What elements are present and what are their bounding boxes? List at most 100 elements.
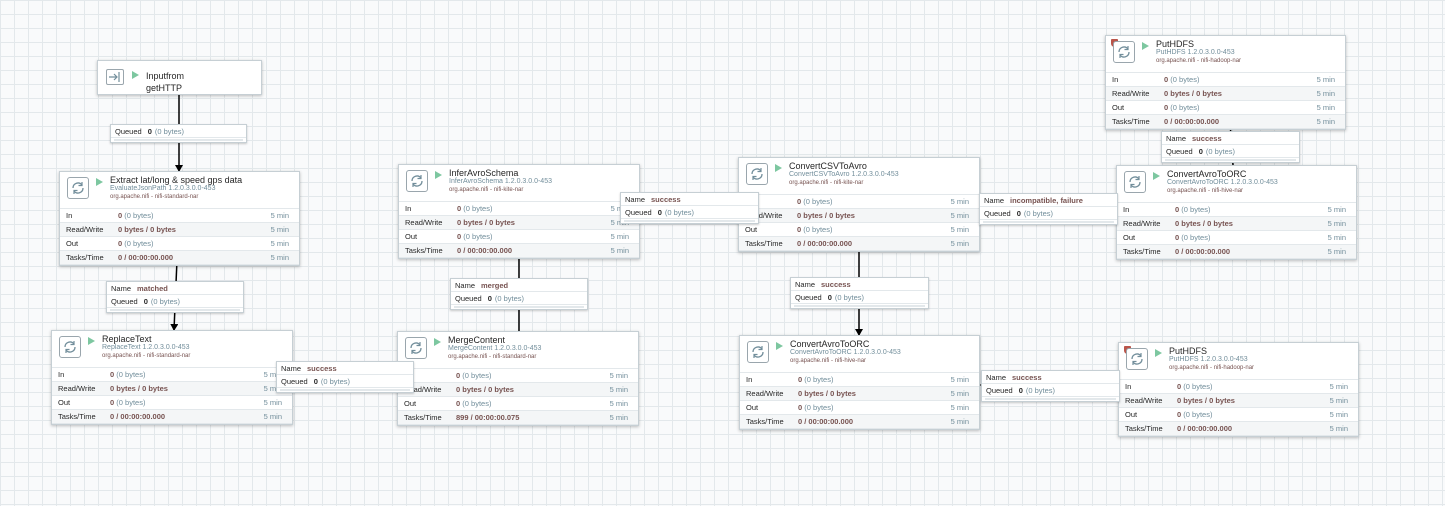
stat-value-tasks: 0 / 00:00:00.000 — [118, 253, 174, 262]
input-port[interactable]: Inputfrom getHTTP — [97, 60, 262, 95]
stat-window: 5 min — [610, 232, 629, 241]
processor-infer[interactable]: InferAvroSchema InferAvroSchema 1.2.0.3.… — [398, 164, 640, 259]
processor-bundle: org.apache.nifi - nifi-hadoop-nar — [1169, 365, 1255, 371]
stat-label-tasks: Tasks/Time — [1123, 247, 1161, 256]
processor-avro2orc_mid[interactable]: ConvertAvroToORC ConvertAvroToORC 1.2.0.… — [739, 335, 980, 430]
running-icon — [1142, 42, 1149, 50]
stat-window: 5 min — [1327, 233, 1346, 242]
queue-bar — [454, 306, 584, 308]
processor-icon — [59, 336, 81, 358]
stat-rw: Read/Write 0 bytes / 0 bytes 5 min — [1119, 394, 1358, 408]
stat-window: 5 min — [1316, 117, 1335, 126]
processor-header: Extract lat/long & speed gps data Evalua… — [60, 172, 299, 209]
stat-window: 5 min — [610, 246, 629, 255]
processor-avro2orc_right[interactable]: ConvertAvroToORC ConvertAvroToORC 1.2.0.… — [1116, 165, 1357, 260]
stat-value-out: 0 (0 bytes) — [110, 398, 146, 407]
processor-header: MergeContent MergeContent 1.2.0.3.0.0-45… — [398, 332, 638, 369]
stat-window: 5 min — [950, 239, 969, 248]
processor-bundle: org.apache.nifi - nifi-standard-nar — [102, 353, 191, 359]
processor-type: InferAvroSchema 1.2.0.3.0.0-453 — [449, 178, 552, 185]
processor-bundle: org.apache.nifi - nifi-kite-nar — [449, 187, 524, 193]
connection-queued-bytes: (0 bytes) — [1205, 146, 1236, 156]
processor-icon — [747, 341, 769, 363]
processor-header: ConvertAvroToORC ConvertAvroToORC 1.2.0.… — [740, 336, 979, 373]
connection-queued-bytes: (0 bytes) — [150, 296, 181, 306]
stat-rw: Read/Write 0 bytes / 0 bytes 5 min — [1106, 87, 1345, 101]
stat-label-out: Out — [1125, 410, 1138, 419]
processor-name: PutHDFS — [1169, 346, 1208, 356]
connection-queued-key: Queued — [1166, 146, 1193, 156]
stat-value-rw: 0 bytes / 0 bytes — [110, 384, 168, 393]
processor-puthdfs_top[interactable]: PutHDFS PutHDFS 1.2.0.3.0.0-453 org.apac… — [1105, 35, 1346, 130]
connection-name: matched — [137, 283, 168, 293]
connection-queued-key: Queued — [455, 293, 482, 303]
processor-header: ConvertAvroToORC ConvertAvroToORC 1.2.0.… — [1117, 166, 1356, 203]
stat-value-in: 0 (0 bytes) — [1164, 75, 1200, 84]
processor-csv2avro[interactable]: ConvertCSVToAvro ConvertCSVToAvro 1.2.0.… — [738, 157, 980, 252]
processor-name: Extract lat/long & speed gps data — [110, 175, 243, 185]
input-port-name: Inputfrom getHTTP — [146, 71, 185, 93]
stat-rw: Read/Write 0 bytes / 0 bytes 5 min — [1117, 217, 1356, 231]
processor-puthdfs_bottom[interactable]: PutHDFS PutHDFS 1.2.0.3.0.0-453 org.apac… — [1118, 342, 1359, 437]
stat-window: 5 min — [1316, 75, 1335, 84]
connection-queued-count: 0 — [1018, 385, 1023, 395]
connection-name: success — [1012, 372, 1042, 382]
processor-icon — [67, 177, 89, 199]
stat-out: Out 0 (0 bytes) 5 min — [740, 401, 979, 415]
processor-merge[interactable]: MergeContent MergeContent 1.2.0.3.0.0-45… — [397, 331, 639, 426]
connection-queued-bytes: (0 bytes) — [834, 292, 865, 302]
stat-value-in: 0 (0 bytes) — [1175, 205, 1211, 214]
connection-name-key: Name — [111, 283, 132, 293]
stat-window: 5 min — [609, 399, 628, 408]
stat-value-tasks: 0 / 00:00:00.000 — [457, 246, 513, 255]
connection-queued-key: Queued — [281, 376, 308, 386]
stat-window: 5 min — [950, 389, 969, 398]
queue-bar — [114, 139, 243, 141]
connection-name: success — [821, 279, 851, 289]
stat-window: 5 min — [263, 370, 282, 379]
stat-value-rw: 0 bytes / 0 bytes — [797, 211, 855, 220]
stat-label-tasks: Tasks/Time — [746, 417, 784, 426]
stat-value-rw: 0 bytes / 0 bytes — [798, 389, 856, 398]
stat-label-out: Out — [405, 232, 418, 241]
stat-in: In 0 (0 bytes) 5 min — [399, 202, 639, 216]
processor-name: PutHDFS — [1156, 39, 1195, 49]
connection-queued-bytes: (0 bytes) — [664, 207, 695, 217]
stat-rw: Read/Write 0 bytes / 0 bytes 5 min — [398, 383, 638, 397]
processor-bundle: org.apache.nifi - nifi-standard-nar — [110, 194, 199, 200]
queue-bar — [985, 398, 1116, 400]
stat-label-out: Out — [1112, 103, 1125, 112]
stat-window: 5 min — [263, 412, 282, 421]
processor-stats: In 0 (0 bytes) 5 min Read/Write 0 bytes … — [739, 195, 979, 251]
stat-label-rw: Read/Write — [1125, 396, 1163, 405]
connection-name-key: Name — [281, 363, 302, 373]
stat-label-in: In — [746, 375, 753, 384]
stat-value-in: 0 (0 bytes) — [798, 375, 834, 384]
stat-label-in: In — [1125, 382, 1132, 391]
stat-out: Out 0 (0 bytes) 5 min — [52, 396, 292, 410]
stat-value-tasks: 0 / 00:00:00.000 — [1177, 424, 1233, 433]
processor-replace[interactable]: ReplaceText ReplaceText 1.2.0.3.0.0-453 … — [51, 330, 293, 425]
queue-bar — [794, 305, 925, 307]
stat-window: 5 min — [263, 398, 282, 407]
processor-header: PutHDFS PutHDFS 1.2.0.3.0.0-453 org.apac… — [1106, 36, 1345, 73]
connection-queued-key: Queued — [984, 208, 1011, 218]
stat-label-rw: Read/Write — [405, 218, 443, 227]
processor-extract[interactable]: Extract lat/long & speed gps data Evalua… — [59, 171, 300, 266]
connection-name-row: Name matched — [107, 282, 243, 295]
stat-value-rw: 0 bytes / 0 bytes — [1164, 89, 1222, 98]
stat-label-tasks: Tasks/Time — [404, 413, 442, 422]
stat-window: 5 min — [609, 413, 628, 422]
queue-bar — [983, 221, 1114, 223]
